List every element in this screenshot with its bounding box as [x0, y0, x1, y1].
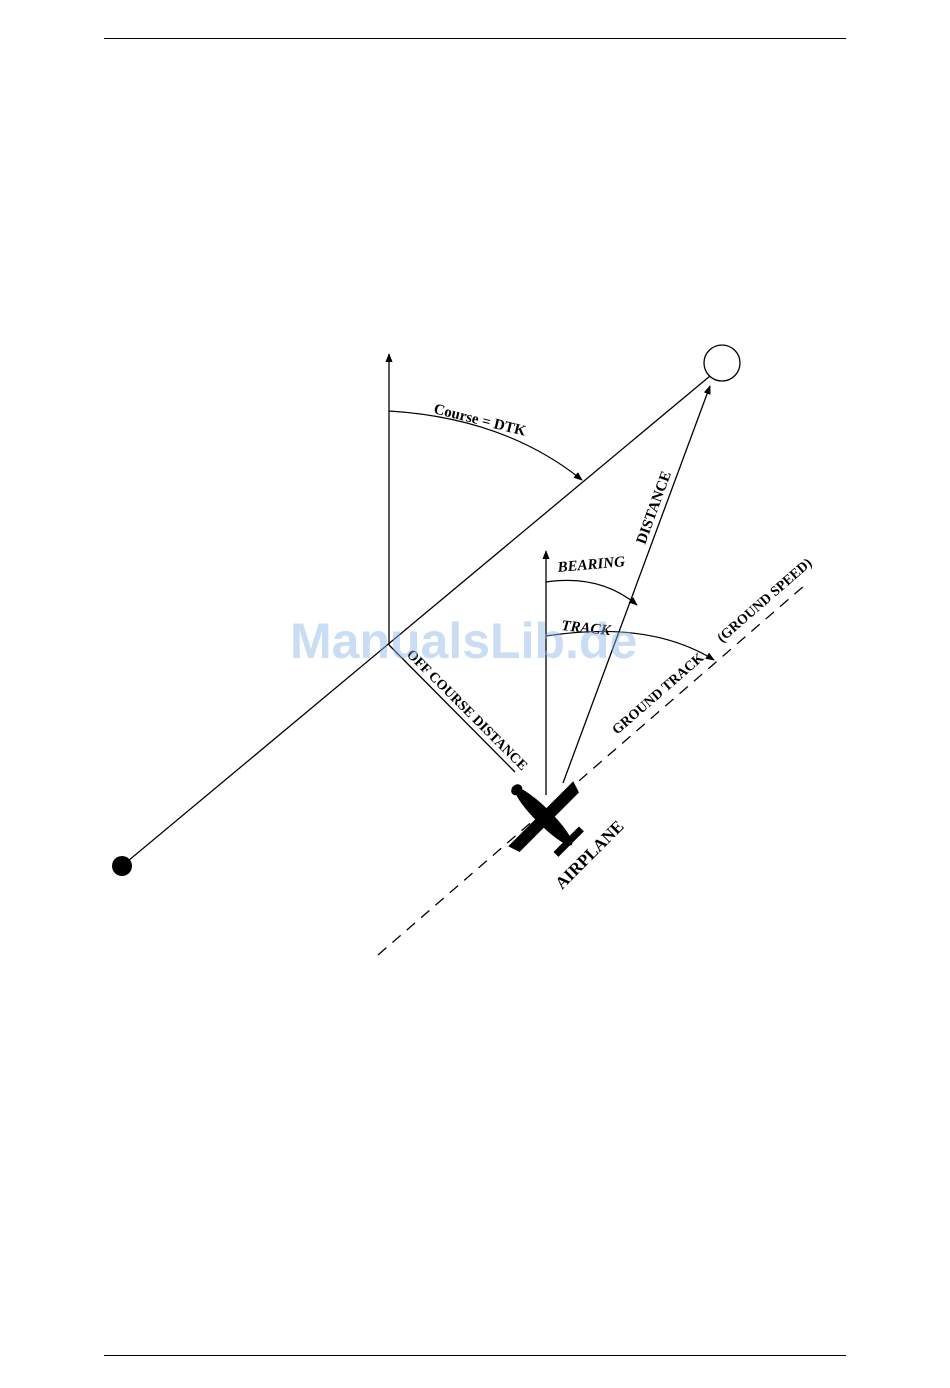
bearing-label: BEARING [556, 554, 626, 576]
bearing-arc [546, 580, 637, 605]
watermark-text: ManualsLib.de [290, 613, 637, 669]
destination-waypoint [704, 345, 740, 381]
course-label: Course = DTK [432, 401, 528, 439]
distance-line [563, 386, 710, 783]
start-waypoint [112, 856, 132, 876]
ground-speed-label: (GROUND SPEED) [715, 556, 816, 646]
